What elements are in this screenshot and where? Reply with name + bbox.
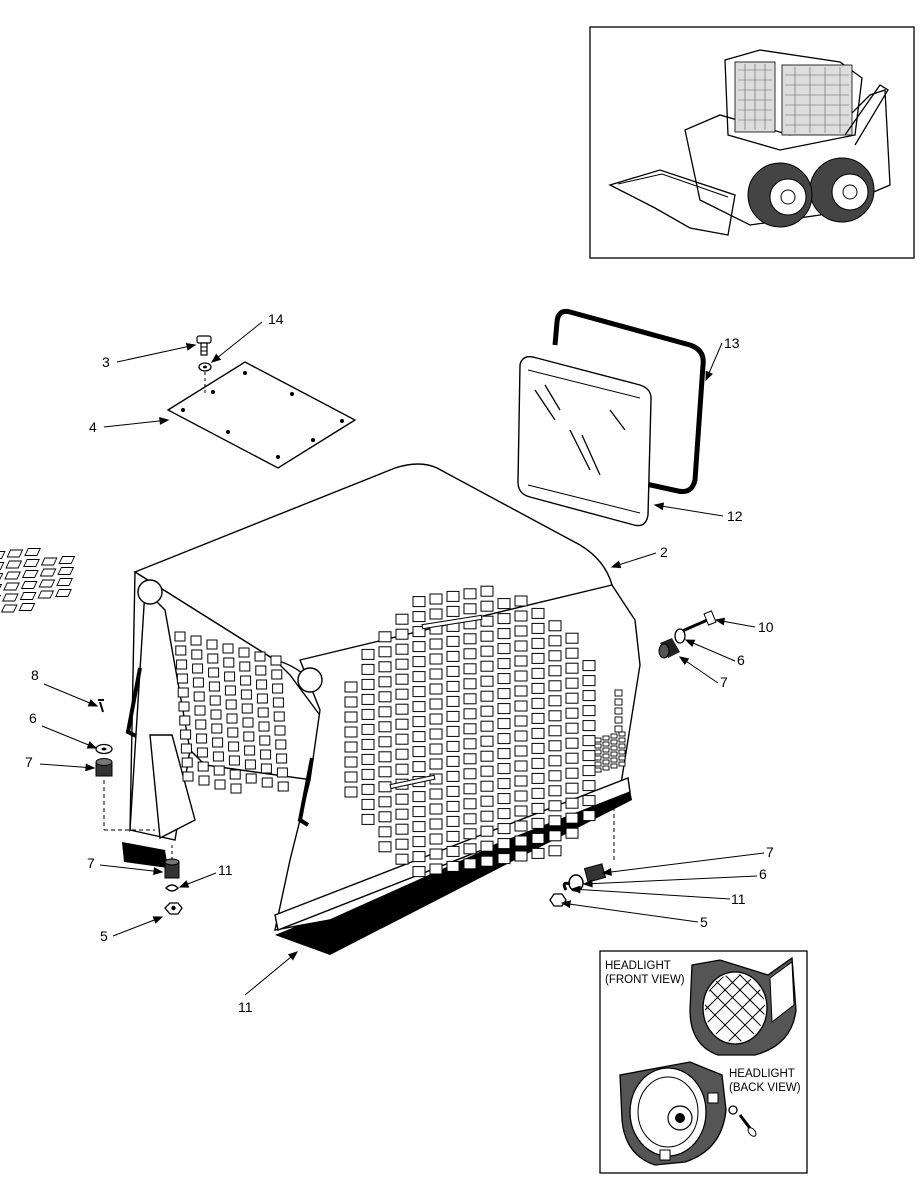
callout-4: 4 [89, 419, 97, 435]
part-7-isolator-right-bottom [583, 800, 615, 883]
callout-7-left-bottom: 7 [87, 855, 95, 871]
headlight-front-label-2: (FRONT VIEW) [605, 974, 685, 986]
part-13-window-seal [552, 309, 706, 494]
part-11-lockwasher-left [165, 884, 179, 892]
part-10-bottom-seal [122, 790, 632, 955]
part-4-cover-plate [166, 361, 357, 469]
callout-5-right: 5 [700, 914, 708, 930]
part-12-window-glass [517, 355, 652, 527]
headlight-front-view [689, 956, 797, 1056]
callout-8: 8 [31, 667, 39, 683]
headlight-front-label-1: HEADLIGHT [605, 960, 671, 972]
part-9-bolt [679, 610, 717, 634]
callout-7-left: 7 [25, 754, 33, 770]
headlight-back-label-1: HEADLIGHT [729, 1068, 795, 1080]
part-11-lockwasher-right [562, 881, 571, 891]
part-8-pin [98, 699, 104, 713]
callout-6-right: 6 [737, 652, 745, 668]
callout-11-left: 11 [218, 862, 233, 878]
skid-steer-inset [589, 26, 915, 259]
callout-9: 10 [758, 619, 774, 635]
callout-14: 14 [268, 311, 284, 327]
part-6-washer-right [674, 628, 686, 644]
part-2-cab [0, 463, 641, 931]
part-7-isolator-left-bottom [164, 845, 180, 879]
part-7-isolator-left-top [95, 758, 155, 831]
part-6-washer-left [95, 743, 113, 755]
callout-6-right-bottom: 6 [759, 866, 767, 882]
callouts: 3 14 4 13 12 2 10 6 7 8 6 7 7 11 5 11 7 … [25, 311, 774, 1015]
callout-3: 3 [102, 354, 110, 370]
headlight-back-label-2: (BACK VIEW) [729, 1082, 801, 1094]
headlight-inset: HEADLIGHT (FRONT VIEW) HEADLIGHT (BACK V… [599, 950, 808, 1174]
callout-2: 2 [660, 544, 668, 560]
part-3-bolt [196, 335, 212, 356]
callout-5-left: 5 [100, 928, 108, 944]
part-14-washer [198, 362, 212, 395]
wheel-rear [809, 157, 875, 223]
wheel-front [747, 162, 813, 228]
callout-7-right-bottom: 7 [766, 844, 774, 860]
callout-11-right: 11 [731, 891, 746, 907]
part-7-isolator-right [658, 638, 680, 659]
callout-13: 13 [724, 335, 740, 351]
callout-6-left: 6 [29, 710, 37, 726]
headlight-back-view [619, 1061, 757, 1166]
leader-lines [39, 321, 765, 996]
callout-7-right: 7 [720, 674, 728, 690]
callout-10: 11 [238, 999, 253, 1015]
part-5-nut-left [164, 902, 183, 915]
callout-12: 12 [727, 508, 743, 524]
